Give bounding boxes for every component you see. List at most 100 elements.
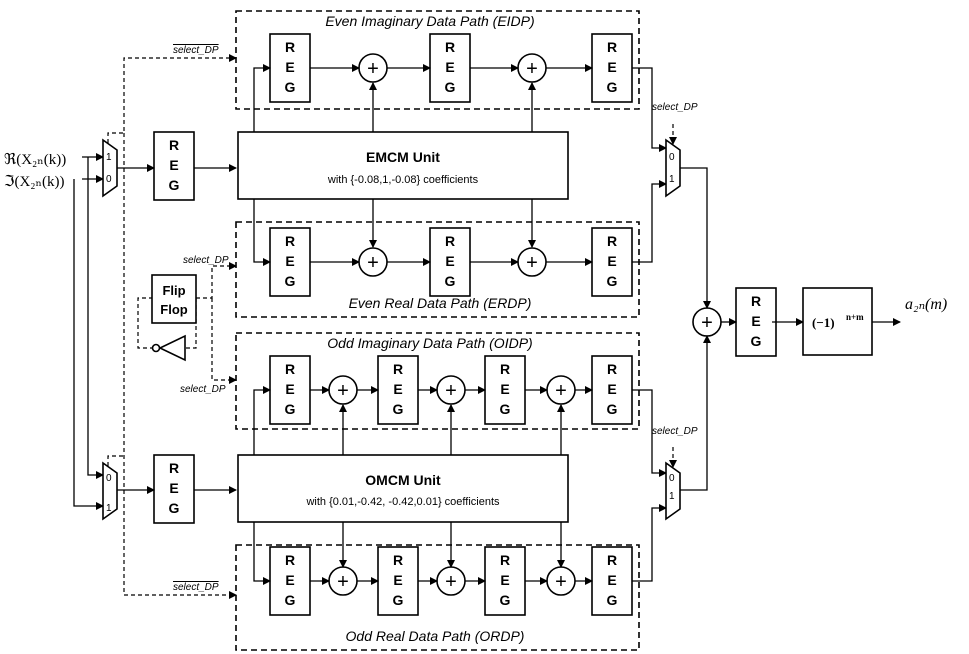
register-letter: G — [445, 79, 456, 95]
register-letter: G — [607, 401, 618, 417]
register-letter: R — [607, 361, 617, 377]
adder-erdp-1: + — [358, 247, 388, 277]
adder-plus-sign: + — [555, 571, 567, 593]
register-blocks: REGREGREGREGREGREGREGREGREGREGREGREGREGR… — [153, 33, 777, 616]
register-box — [269, 546, 311, 616]
oidp-title: Odd Imaginary Data Path (OIDP) — [327, 335, 532, 351]
imag-input-label: ℑ(X₂ₙ(k)) — [4, 174, 65, 190]
reg-ordp-3: REG — [484, 546, 526, 616]
register-letter: E — [393, 572, 402, 588]
register-letter: E — [607, 572, 616, 588]
register-letter: R — [393, 552, 403, 568]
register-letter: G — [285, 401, 296, 417]
input-mux-even-one: 1 — [106, 152, 112, 163]
reg-eidp-3: REG — [591, 33, 633, 103]
input-mux-odd-one: 1 — [106, 503, 112, 514]
reg-oidp-1: REG — [269, 355, 311, 425]
reg-input-odd: REG — [153, 454, 195, 524]
register-box — [269, 227, 311, 297]
register-letter: E — [285, 253, 294, 269]
select-dp-even-mux-label: select_DP — [652, 102, 698, 113]
register-letter: G — [500, 401, 511, 417]
omcm-unit-coefficients: with {0.01,-0.42, -0.42,0.01} coefficien… — [305, 496, 500, 508]
reg-output: REG — [735, 287, 777, 357]
register-letter: R — [445, 233, 455, 249]
adder-plus-sign: + — [526, 252, 538, 274]
adder-eidp-2: + — [517, 53, 547, 83]
adder-plus-sign: + — [337, 380, 349, 402]
register-letter: R — [607, 39, 617, 55]
output-mux-odd-zero: 0 — [669, 473, 675, 484]
register-letter: R — [285, 233, 295, 249]
flip-flop-line1: Flip — [162, 283, 185, 298]
reg-input-even: REG — [153, 131, 195, 201]
adder-eidp-1: + — [358, 53, 388, 83]
ordp-wires — [253, 504, 667, 585]
adder-plus-sign: + — [337, 571, 349, 593]
adder-ordp-1: + — [328, 566, 358, 596]
adder-plus-sign: + — [701, 312, 713, 334]
input-mux-even — [102, 138, 118, 198]
reg-erdp-2: REG — [429, 227, 471, 297]
register-letter: E — [169, 157, 178, 173]
adder-erdp-2: + — [517, 247, 547, 277]
input-mux-odd — [102, 461, 118, 521]
select-dp-odd-mux-label: select_DP — [652, 426, 698, 437]
adder-oidp-1: + — [328, 375, 358, 405]
output-mux-even-zero: 0 — [669, 152, 675, 163]
register-letter: E — [751, 313, 760, 329]
output-label: a₂ₙ(m) — [905, 296, 947, 313]
register-letter: E — [607, 59, 616, 75]
real-input-label: ℜ(X₂ₙ(k)) — [4, 152, 66, 168]
reg-eidp-2: REG — [429, 33, 471, 103]
register-letter: E — [393, 381, 402, 397]
register-letter: R — [607, 233, 617, 249]
register-letter: E — [607, 381, 616, 397]
adder-output: + — [692, 307, 722, 337]
register-letter: R — [169, 460, 179, 476]
output-mux-even — [665, 138, 681, 198]
adder-ordp-2: + — [436, 566, 466, 596]
select-dp-erdp-label: select_DP — [183, 255, 229, 266]
eidp-title: Even Imaginary Data Path (EIDP) — [325, 13, 534, 29]
reg-oidp-3: REG — [484, 355, 526, 425]
inverter — [158, 334, 186, 362]
select-dp-bar-top-label: select_DP — [173, 45, 219, 56]
register-letter: R — [393, 361, 403, 377]
reg-eidp-1: REG — [269, 33, 311, 103]
input-wires — [73, 153, 237, 510]
register-letter: G — [393, 592, 404, 608]
register-letter: E — [500, 572, 509, 588]
register-letter: E — [607, 253, 616, 269]
emcm-unit-coefficients: with {-0.08,1,-0.08} coefficients — [327, 174, 479, 186]
omcm-unit-title: OMCM Unit — [365, 472, 441, 488]
reg-oidp-4: REG — [591, 355, 633, 425]
register-letter: E — [169, 480, 178, 496]
register-box — [484, 355, 526, 425]
register-letter: G — [285, 592, 296, 608]
output-mux-odd-one: 1 — [669, 491, 675, 502]
adder-plus-sign: + — [526, 58, 538, 80]
emcm-unit-title: EMCM Unit — [366, 149, 440, 165]
register-letter: E — [445, 253, 454, 269]
reg-ordp-2: REG — [377, 546, 419, 616]
register-box — [429, 33, 471, 103]
register-letter: G — [607, 273, 618, 289]
adder-plus-sign: + — [445, 380, 457, 402]
register-letter: G — [393, 401, 404, 417]
reg-erdp-1: REG — [269, 227, 311, 297]
register-letter: R — [500, 361, 510, 377]
register-box — [153, 454, 195, 524]
register-letter: E — [445, 59, 454, 75]
sign-correction-exponent: n+m — [846, 312, 864, 322]
adder-plus-sign: + — [367, 252, 379, 274]
output-mux-even-one: 1 — [669, 174, 675, 185]
reg-ordp-1: REG — [269, 546, 311, 616]
reg-ordp-4: REG — [591, 546, 633, 616]
register-letter: E — [500, 381, 509, 397]
output-mux-odd — [665, 461, 681, 521]
flip-flop — [151, 274, 197, 324]
select-dp-oidp-label: select_DP — [180, 384, 226, 395]
sign-correction-block — [802, 287, 873, 356]
